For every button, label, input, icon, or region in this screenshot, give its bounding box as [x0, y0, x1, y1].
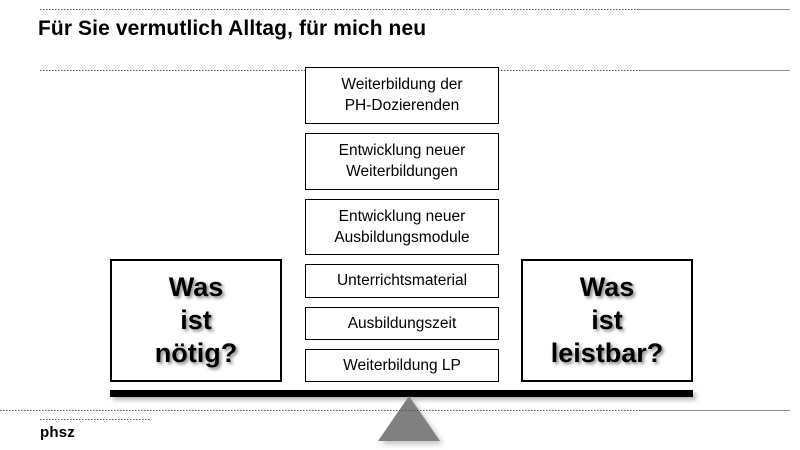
fulcrum-triangle-icon — [378, 396, 440, 441]
divider-middle-right-dotted — [498, 70, 640, 71]
item-line: Entwicklung neuer — [338, 207, 466, 225]
question-left-text: Was ist nötig? — [155, 271, 237, 370]
divider-logo-dotted — [40, 419, 150, 420]
item-line: Entwicklung neuer — [338, 141, 466, 159]
question-right-line: leistbar? — [550, 337, 664, 368]
item-line: Weiterbildung der — [341, 76, 463, 93]
question-left-line: nötig? — [154, 337, 238, 368]
item-line: Unterrichtsmaterial — [336, 272, 468, 290]
item-line: Ausbildungszeit — [347, 314, 457, 332]
item-line: Weiterbildung LP — [343, 357, 461, 374]
divider-logo — [40, 419, 150, 420]
item-line: Weiterbildungen — [346, 163, 458, 181]
item-box-ausbildungszeit[interactable]: Ausbildungszeit — [305, 306, 499, 340]
question-right-line: Was — [579, 272, 635, 303]
divider-middle-right — [498, 70, 790, 71]
item-box-weiterbildung-dozierende[interactable]: Weiterbildung der PH-Dozierenden — [305, 67, 499, 124]
question-left-line: Was — [168, 272, 224, 303]
divider-middle-left — [40, 70, 305, 71]
divider-top-solid — [638, 9, 790, 10]
question-box-right[interactable]: Was ist leistbar? — [521, 259, 693, 382]
item-box-weiterbildung-lp[interactable]: Weiterbildung LP — [305, 349, 499, 383]
divider-bottom-solid — [640, 410, 790, 411]
divider-bottom-dotted — [0, 410, 640, 411]
divider-bottom — [0, 410, 790, 411]
page-title: Für Sie vermutlich Alltag, für mich neu — [38, 17, 427, 40]
item-box-unterrichtsmaterial[interactable]: Unterrichtsmaterial — [305, 264, 499, 298]
divider-top-dotted — [40, 9, 638, 10]
item-box-entwicklung-ausbildungsmodule[interactable]: Entwicklung neuer Ausbildungsmodule — [305, 198, 499, 256]
question-box-left[interactable]: Was ist nötig? — [110, 259, 282, 382]
divider-middle-left-dotted — [40, 70, 305, 71]
divider-middle-right-solid — [640, 70, 790, 71]
divider-top — [40, 9, 790, 10]
item-line: PH-Dozierenden — [344, 97, 460, 115]
phsz-logo: phsz — [40, 424, 75, 441]
center-item-stack: Weiterbildung der PH-Dozierenden Entwick… — [305, 67, 499, 391]
item-box-entwicklung-weiterbildungen[interactable]: Entwicklung neuer Weiterbildungen — [305, 132, 499, 190]
item-line: Ausbildungsmodule — [334, 228, 470, 246]
question-right-text: Was ist leistbar? — [551, 271, 664, 370]
question-right-line: ist — [591, 305, 623, 336]
question-left-line: ist — [180, 305, 212, 336]
balance-beam — [110, 390, 693, 397]
